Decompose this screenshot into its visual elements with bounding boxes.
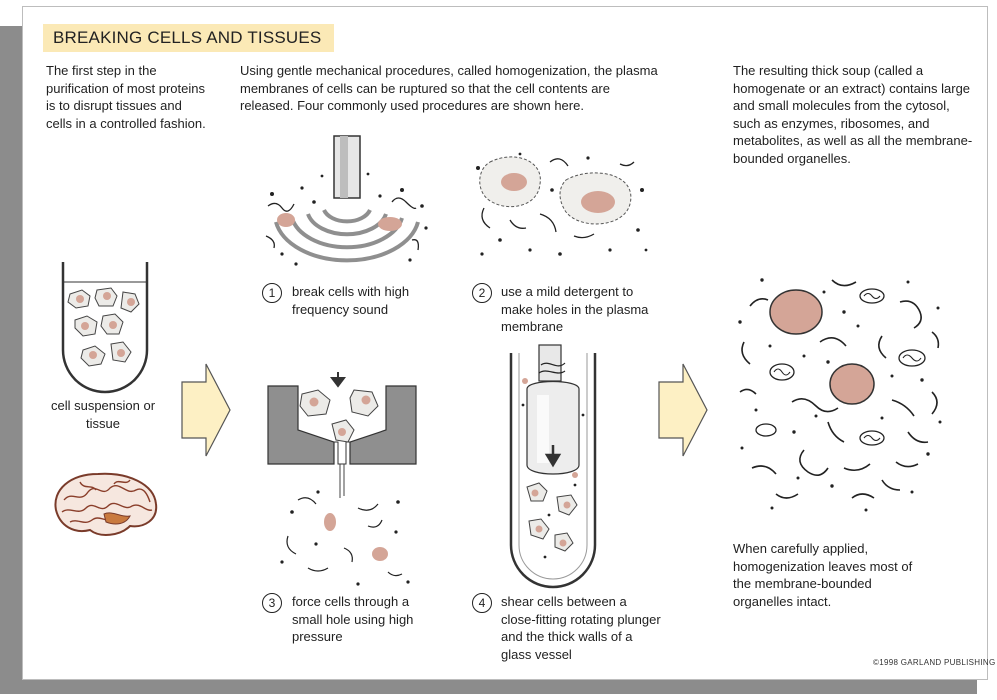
procedure-3-number: 3 (262, 593, 282, 613)
brain-tissue-image (54, 472, 158, 536)
high-pressure-illustration (267, 372, 417, 586)
procedure-4-number: 4 (472, 593, 492, 613)
procedure-2-number: 2 (472, 283, 492, 303)
intro-middle-text: Using gentle mechanical procedures, call… (240, 63, 658, 113)
procedure-2-text: use a mild detergent to make holes in th… (501, 284, 649, 334)
figure-title: BREAKING CELLS AND TISSUES (43, 24, 334, 52)
intro-right-text: The resulting thick soup (called a homog… (733, 63, 973, 166)
procedure-1-text: break cells with high frequency sound (292, 284, 410, 317)
starting-material-label: cell suspension or tissue (50, 398, 156, 431)
figure-panel (22, 6, 988, 680)
copyright-notice: ©1998 GARLAND PUBLISHING (873, 658, 996, 667)
detergent-illustration (476, 152, 648, 256)
intro-left-text: The first step in the purification of mo… (46, 63, 206, 131)
arrow-to-homogenate (658, 363, 708, 457)
procedure-1-number: 1 (262, 283, 282, 303)
procedure-3-text: force cells through a small hole using h… (292, 594, 414, 644)
arrow-to-procedures (181, 363, 231, 457)
cell-suspension-tube (61, 262, 149, 394)
procedure-4-text: shear cells between a close-fitting rota… (501, 594, 661, 662)
conclusion-text: When carefully applied, homogenization l… (733, 541, 913, 609)
homogenate-illustration (738, 278, 942, 512)
sonication-illustration (265, 135, 428, 266)
homogenizer-illustration (509, 344, 597, 589)
